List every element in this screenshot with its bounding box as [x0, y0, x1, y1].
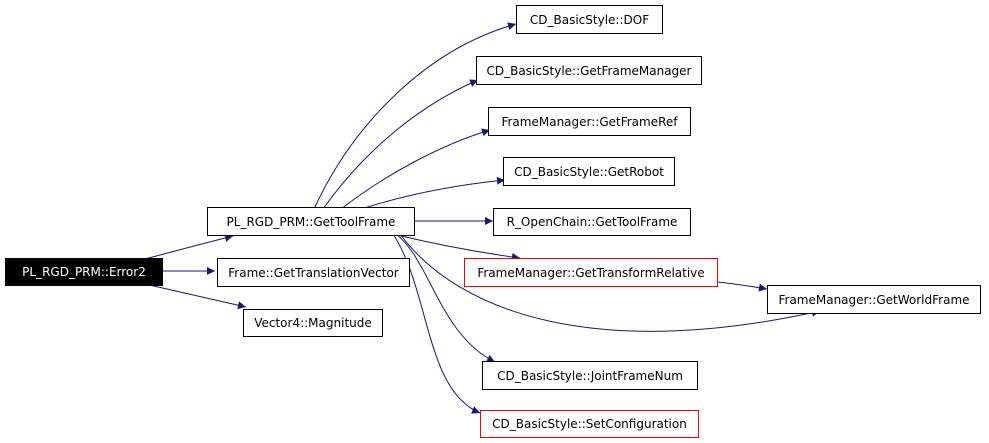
edge-gettoolframe-to-getframemanager — [322, 79, 479, 210]
node-vector4-magnitude[interactable]: Vector4::Magnitude — [243, 309, 383, 337]
edge-gettoolframe-to-getrobot — [360, 176, 506, 210]
node-r-openchain-gettoolframe[interactable]: R_OpenChain::GetToolFrame — [493, 208, 691, 236]
node-framemanager-getworldframe[interactable]: FrameManager::GetWorldFrame — [767, 285, 981, 314]
edge-gettoolframe-to-gettransformrelative — [392, 233, 521, 261]
node-cd-basicstyle-setconfiguration[interactable]: CD_BasicStyle::SetConfiguration — [480, 410, 699, 438]
edge-gettoolframe-to-getframeref — [340, 128, 491, 210]
node-pl-rgd-prm-error2[interactable]: PL_RGD_PRM::Error2 — [5, 258, 163, 286]
edge-gettransformrelative-to-getworldframe — [717, 281, 768, 292]
edge-gettoolframe-to-jointframenum — [395, 233, 496, 363]
node-framemanager-gettransformrelative[interactable]: FrameManager::GetTransformRelative — [464, 258, 718, 287]
node-framemanager-getframeref[interactable]: FrameManager::GetFrameRef — [488, 107, 691, 136]
edge-gettoolframe-to-setconfiguration — [392, 233, 481, 414]
edge-error2-to-gettoolframe — [144, 234, 234, 260]
edge-gettoolframe-to-dof — [313, 22, 517, 210]
edge-gettoolframe-to-getworldframe — [399, 233, 821, 332]
node-cd-basicstyle-jointframenum[interactable]: CD_BasicStyle::JointFrameNum — [482, 361, 698, 390]
edge-error2-to-magnitude — [144, 283, 247, 310]
node-cd-basicstyle-dof[interactable]: CD_BasicStyle::DOF — [516, 5, 663, 34]
node-pl-rgd-prm-gettoolframe[interactable]: PL_RGD_PRM::GetToolFrame — [207, 207, 415, 236]
node-cd-basicstyle-getrobot[interactable]: CD_BasicStyle::GetRobot — [503, 157, 675, 186]
node-frame-gettranslationvector[interactable]: Frame::GetTranslationVector — [217, 258, 410, 287]
node-cd-basicstyle-getframemanager[interactable]: CD_BasicStyle::GetFrameManager — [476, 56, 702, 85]
